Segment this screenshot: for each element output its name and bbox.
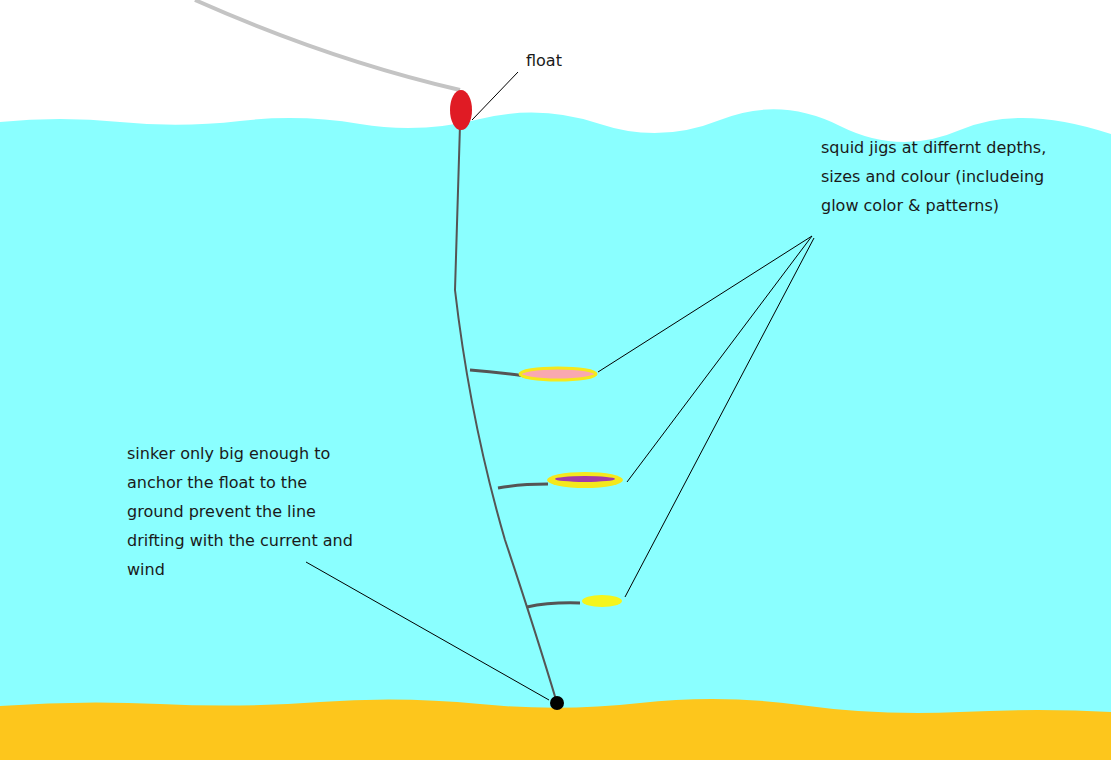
main-line bbox=[455, 125, 557, 703]
squid-jig bbox=[582, 595, 622, 607]
squid-jig-stripe bbox=[555, 476, 615, 482]
leader-line bbox=[598, 236, 812, 372]
dropper-line bbox=[527, 603, 580, 607]
dropper-line bbox=[470, 370, 525, 376]
sinker-note: sinker only big enough to anchor the flo… bbox=[127, 439, 367, 584]
squid-jig bbox=[520, 368, 596, 380]
squid-jig bbox=[547, 472, 623, 488]
water bbox=[0, 109, 1111, 760]
float-label: float bbox=[526, 46, 606, 75]
dropper-line bbox=[498, 484, 548, 488]
leader-line bbox=[625, 238, 814, 597]
float bbox=[450, 90, 472, 130]
rod-line bbox=[195, 0, 460, 90]
leader-line bbox=[472, 72, 518, 120]
leader-line bbox=[627, 236, 812, 482]
sinker bbox=[550, 696, 564, 710]
leader-line bbox=[306, 562, 549, 700]
jig-note: squid jigs at differnt depths, sizes and… bbox=[821, 133, 1051, 220]
